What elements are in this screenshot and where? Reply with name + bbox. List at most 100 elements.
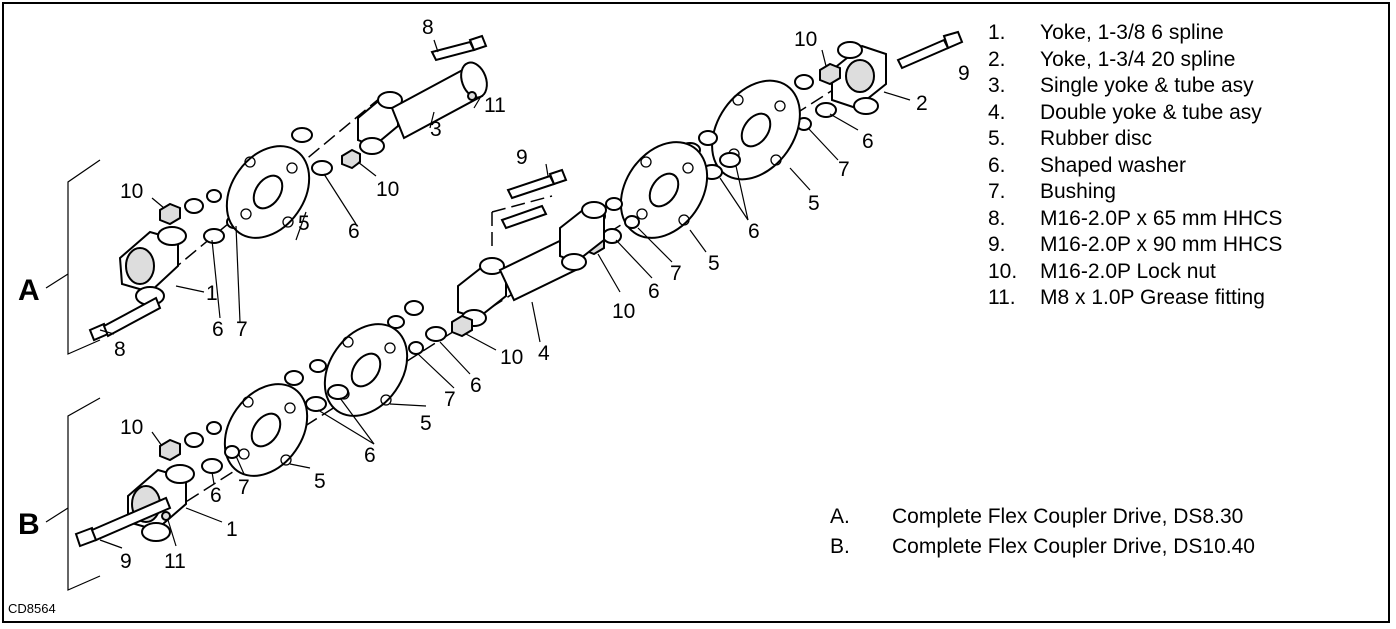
callout-10: 10 [500,346,523,369]
assembly-key: B. [830,535,850,558]
lock-nut-10-right [819,62,841,86]
assembly-b-bracket [45,397,101,591]
axis-line-a [169,97,381,273]
legend-part-name: M16-2.0P x 65 mm HHCS [1040,206,1283,230]
single-yoke-tube-3 [357,61,488,155]
legend-part-name: M16-2.0P Lock nut [1040,259,1216,283]
callout-1: 1 [206,282,218,305]
callout-6: 6 [348,220,360,243]
callout-6: 6 [748,220,760,243]
legend-number: 3. [988,74,1006,97]
leader-lines [99,39,911,549]
legend-number: 7. [988,180,1006,203]
legend-row: 8. M16-2.0P x 65 mm HHCS [988,206,1282,233]
legend-part-name: Bushing [1040,180,1116,203]
callout-7: 7 [670,262,682,285]
callout-7: 7 [238,476,250,499]
rubber-disc-5-a [225,145,311,239]
callout-11: 11 [484,94,506,117]
legend-number: 8. [988,206,1006,230]
yoke-2 [831,41,887,115]
washers-b-left [159,421,240,474]
figure-id: CD8564 [8,601,56,616]
legend-part-name: Single yoke & tube asy [1040,74,1254,97]
assembly-legend-row: A. Complete Flex Coupler Drive, DS8.30 [830,502,1255,532]
assembly-key: A. [830,505,850,528]
callout-6: 6 [862,130,874,153]
washers-right [778,74,837,131]
callout-6: 6 [470,374,482,397]
bolts-9-mid [500,168,568,230]
legend-row: 5. Rubber disc [988,126,1282,153]
legend-number: 5. [988,127,1006,150]
callout-5: 5 [420,412,432,435]
callout-4: 4 [538,342,550,365]
legend-row: 3. Single yoke & tube asy [988,73,1282,100]
legend-number: 10. [988,259,1018,283]
bolt-9-right [896,30,964,70]
legend-number: 1. [988,21,1006,44]
rubber-disc-5-mid [619,141,709,239]
parts-legend: 1.Yoke, 1-3/8 6 spline 2. Yoke, 1-3/4 20 … [988,20,1282,312]
legend-number: 6. [988,153,1006,177]
callout-6: 6 [212,318,224,341]
legend-number: 2. [988,47,1006,71]
callout-6: 6 [364,444,376,467]
callout-8: 8 [422,16,434,39]
callout-3: 3 [430,118,442,141]
legend-number: 4. [988,100,1006,124]
legend-part-name: Double yoke & tube asy [1040,100,1262,124]
assembly-label-b: B [18,508,40,541]
callouts: 10 1 8 6 7 5 6 10 11 3 8 10 9 2 6 7 5 6 … [114,16,970,573]
assembly-a-bracket [45,159,101,355]
callout-7: 7 [444,388,456,411]
assembly-legend: A. Complete Flex Coupler Drive, DS8.30 B.… [830,502,1255,562]
legend-row: 2. Yoke, 1-3/4 20 spline [988,47,1282,74]
washers-b-upper [387,300,473,355]
callout-10: 10 [120,180,143,203]
legend-row: 9. M16-2.0P x 90 mm HHCS [988,232,1282,259]
callout-9: 9 [958,62,970,85]
legend-row: 4. Double yoke & tube asy [988,100,1282,127]
legend-part-name: M8 x 1.0P Grease fitting [1040,286,1265,309]
assembly-label-a: A [18,274,40,307]
callout-10: 10 [376,178,399,201]
legend-number: 9. [988,233,1006,256]
callout-5: 5 [708,252,720,275]
bolt-8-a-top [430,34,488,62]
callout-5: 5 [298,212,310,235]
callout-9: 9 [516,146,528,169]
legend-row: 1.Yoke, 1-3/8 6 spline [988,20,1282,47]
assembly-description: Complete Flex Coupler Drive, DS10.40 [892,535,1255,558]
washers-a-left [184,189,242,244]
callout-2: 2 [916,92,928,115]
bolt-8-a [88,296,162,342]
callout-10: 10 [120,416,143,439]
legend-row: 11. M8 x 1.0P Grease fitting [988,285,1282,312]
callout-10: 10 [612,300,635,323]
callout-10: 10 [794,28,817,51]
legend-row: 7. Bushing [988,179,1282,206]
callout-7: 7 [236,318,248,341]
legend-number: 11. [988,286,1016,309]
axis-line-bolt-9b [491,195,553,213]
legend-part-name: M16-2.0P x 90 mm HHCS [1040,233,1283,256]
callout-6: 6 [648,280,660,303]
legend-part-name: Yoke, 1-3/4 20 spline [1040,47,1236,71]
legend-part-name: Rubber disc [1040,127,1153,150]
callout-7: 7 [838,158,850,181]
legend-part-name: Shaped washer [1040,153,1186,177]
callout-1: 1 [226,518,238,541]
callout-6: 6 [210,484,222,507]
assembly-legend-row: B. Complete Flex Coupler Drive, DS10.40 [830,532,1255,562]
callout-5: 5 [314,470,326,493]
legend-row: 6. Shaped washer [988,153,1282,180]
callout-5: 5 [808,192,820,215]
washers-a-right [291,127,361,176]
double-yoke-tube-4 [457,201,607,327]
callout-11: 11 [164,550,186,573]
assembly-description: Complete Flex Coupler Drive, DS8.30 [892,505,1244,528]
washers-b-mid [284,359,349,412]
